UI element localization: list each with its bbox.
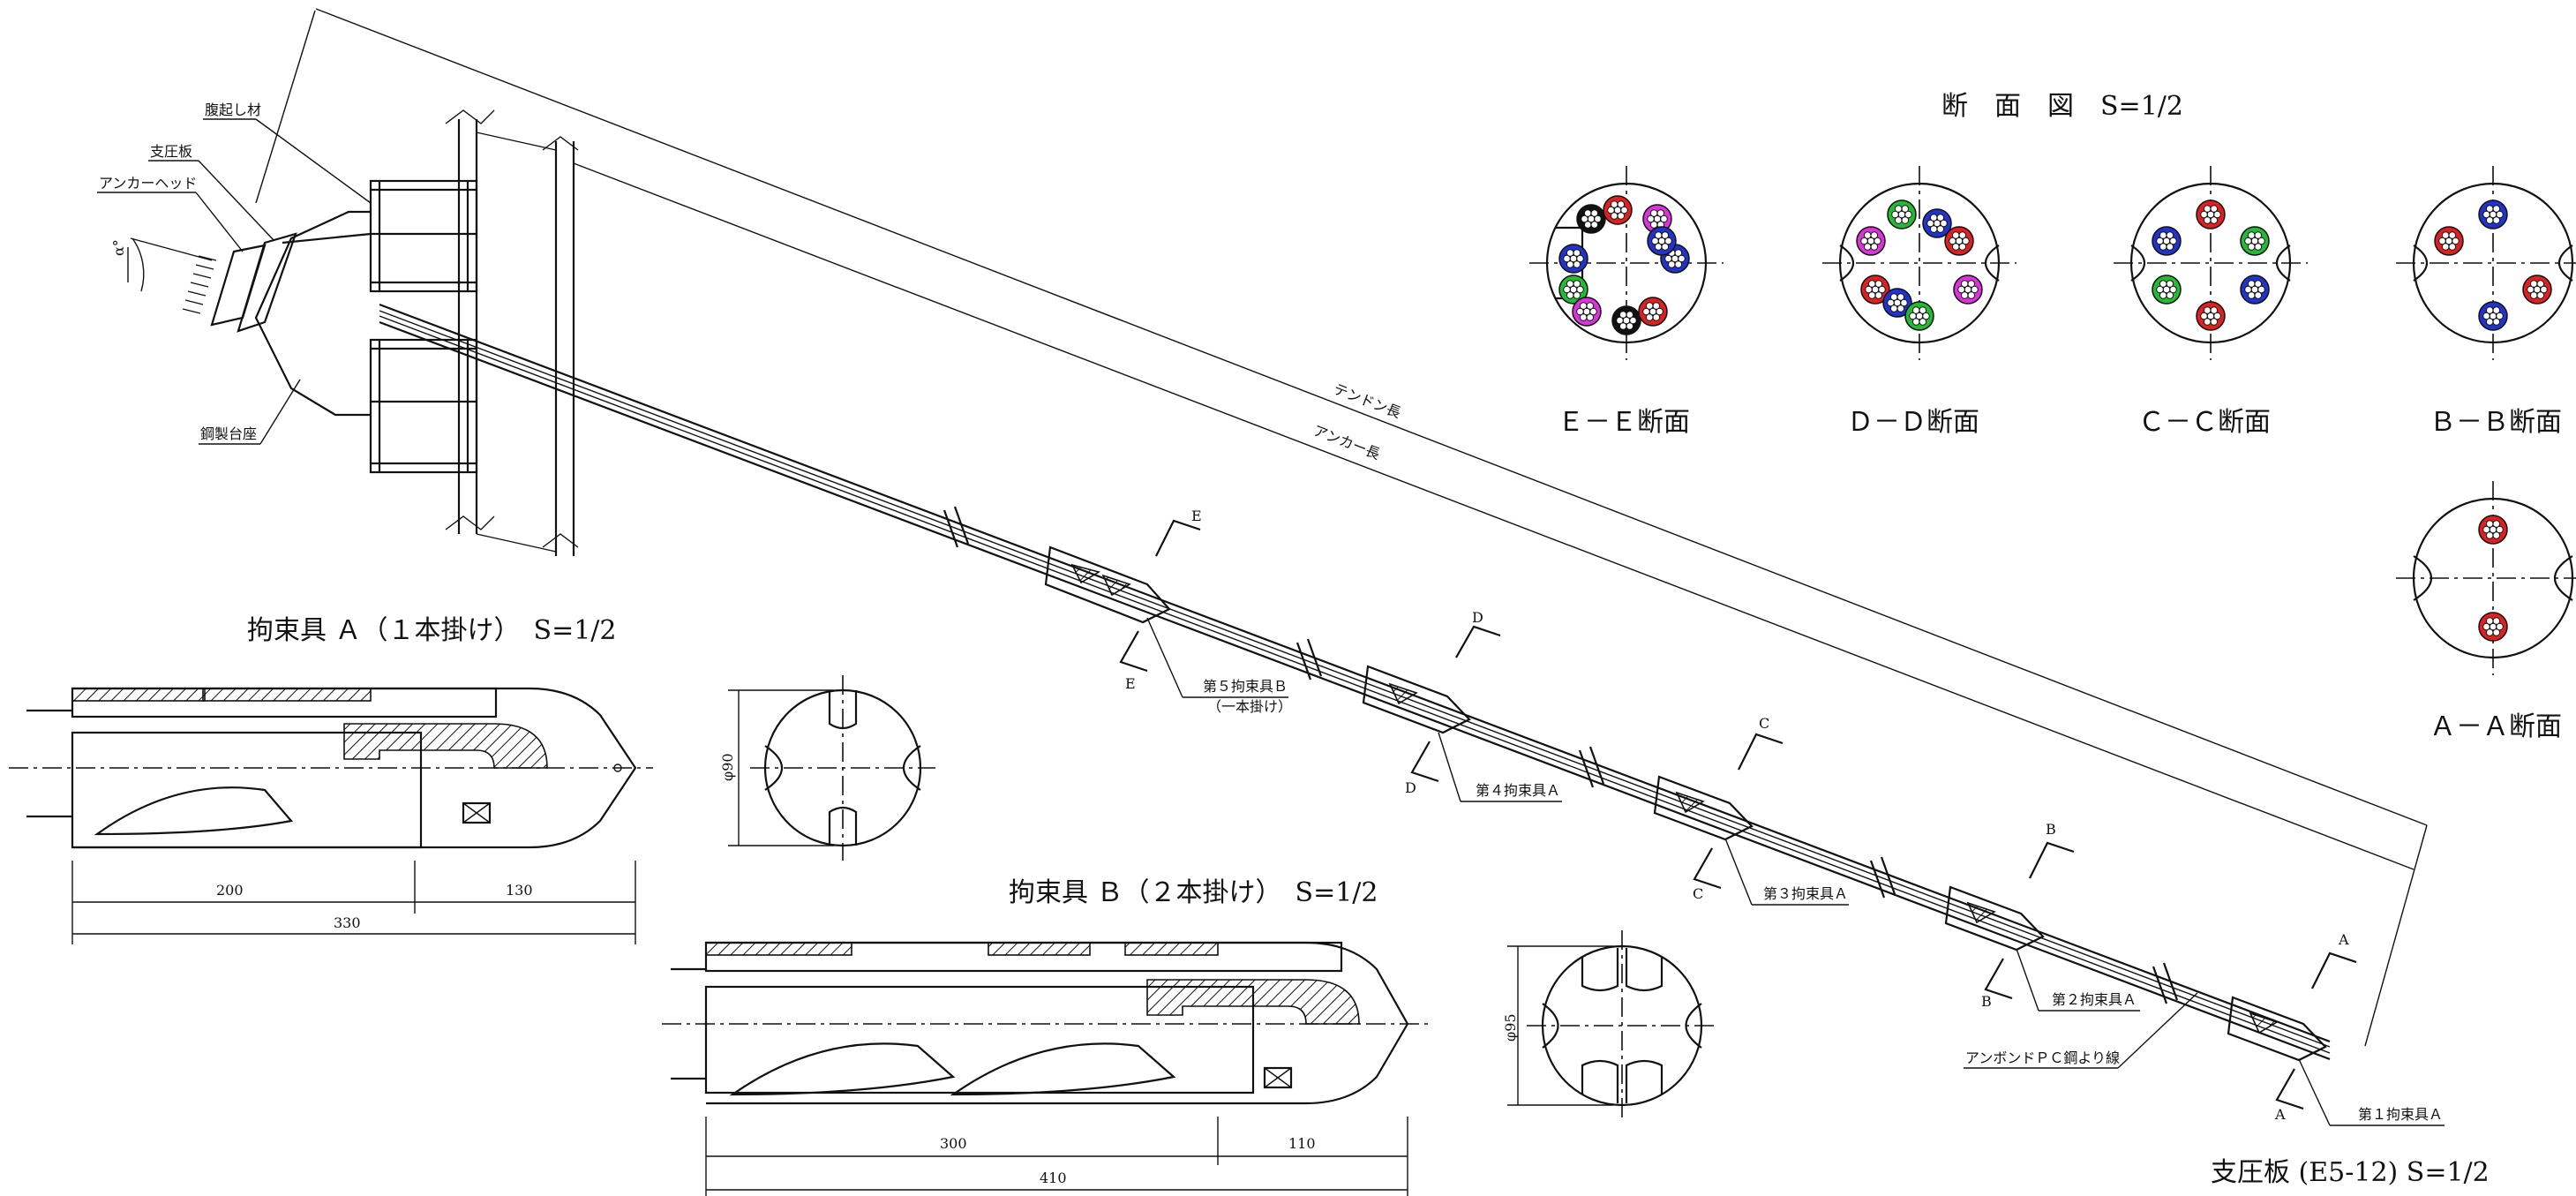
- label-r1: 第１拘束具Ａ: [2358, 1106, 2443, 1123]
- label-anchor-length: アンカー長: [1311, 422, 1383, 463]
- detail-a-title: 拘束具 Ａ（１本掛け） S=1/2: [247, 615, 617, 646]
- section-d-d: [1822, 166, 2016, 360]
- restrainer-5: [1044, 545, 1171, 624]
- section-c-c: [2114, 166, 2308, 360]
- cut-b-top: B: [2046, 821, 2056, 838]
- section-b-label: Ｂ－Ｂ断面: [2430, 407, 2562, 438]
- detail-a-section: [728, 675, 935, 861]
- sections-title: 断 面 図 S=1/2: [1941, 91, 2183, 122]
- cut-e-bottom: E: [1125, 675, 1136, 692]
- restrainer-3: [1653, 775, 1754, 841]
- section-b-b: [2396, 166, 2576, 360]
- label-r5: 第５拘束具Ｂ: [1203, 678, 1288, 695]
- cut-d-bottom: D: [1405, 779, 1416, 796]
- label-r5-sub: （一本掛け）: [1207, 698, 1292, 715]
- section-a-label: Ａ－Ａ断面: [2430, 711, 2562, 742]
- restrainer-1: [2227, 996, 2327, 1062]
- cut-d-top: D: [1472, 609, 1483, 626]
- alpha-label: α°: [110, 239, 127, 256]
- detail-a-dim2: 130: [506, 882, 533, 899]
- restrainer-2: [1944, 885, 2045, 952]
- detail-a-dia: φ90: [719, 753, 736, 781]
- section-e-e: [1529, 166, 1724, 360]
- cut-c-top: C: [1759, 715, 1769, 732]
- detail-b-dia: φ95: [1502, 1013, 1519, 1042]
- detail-b-drawing: [662, 941, 1430, 1196]
- section-a-a: [2396, 481, 2576, 675]
- restrainer-4: [1362, 665, 1471, 734]
- label-shiatsuban: 支圧板: [150, 143, 192, 160]
- label-r4: 第４拘束具Ａ: [1476, 782, 1560, 799]
- detail-a-total: 330: [334, 914, 361, 931]
- detail-b-dim1: 300: [940, 1135, 967, 1152]
- detail-b-title: 拘束具 Ｂ（２本掛け） S=1/2: [1009, 877, 1378, 908]
- label-r2: 第２拘束具Ａ: [2052, 991, 2137, 1008]
- detail-a-drawing: [9, 687, 653, 944]
- cut-b-bottom: B: [1981, 993, 1992, 1010]
- detail-b-section: [1507, 930, 1717, 1121]
- label-fukuokoshi: 腹起し材: [205, 102, 261, 118]
- section-e-label: Ｅ－Ｅ断面: [1558, 407, 1690, 438]
- anchor-head-assembly: α°: [110, 109, 579, 556]
- cut-c-bottom: C: [1693, 885, 1703, 902]
- section-d-label: Ｄ－Ｄ断面: [1847, 407, 1979, 438]
- label-kousei-daiza: 鋼製台座: [200, 425, 257, 442]
- plate-label: 支圧板 (E5-12) S=1/2: [2211, 1157, 2490, 1188]
- tendon: E E D D C C B B A A: [379, 303, 2357, 1123]
- section-c-label: Ｃ－Ｃ断面: [2138, 407, 2271, 438]
- label-anchor-head: アンカーヘッド: [99, 175, 197, 192]
- head-leaders: 腹起し材 支圧板 アンカーヘッド 鋼製台座: [97, 102, 372, 445]
- restrainer-labels: 第５拘束具Ｂ （一本掛け） 第４拘束具Ａ 第３拘束具Ａ 第２拘束具Ａ 第１拘束具…: [1146, 617, 2445, 1126]
- cut-a-top: A: [2338, 931, 2349, 948]
- cut-e-top: E: [1191, 508, 1202, 524]
- label-unbond: アンボンドＰＣ鋼より線: [1965, 1049, 2120, 1066]
- detail-b-total: 410: [1040, 1170, 1067, 1186]
- label-r3: 第３拘束具Ａ: [1763, 885, 1848, 902]
- cut-a-bottom: A: [2274, 1106, 2286, 1123]
- detail-b-dim2: 110: [1288, 1135, 1316, 1152]
- detail-a-dim1: 200: [216, 882, 244, 899]
